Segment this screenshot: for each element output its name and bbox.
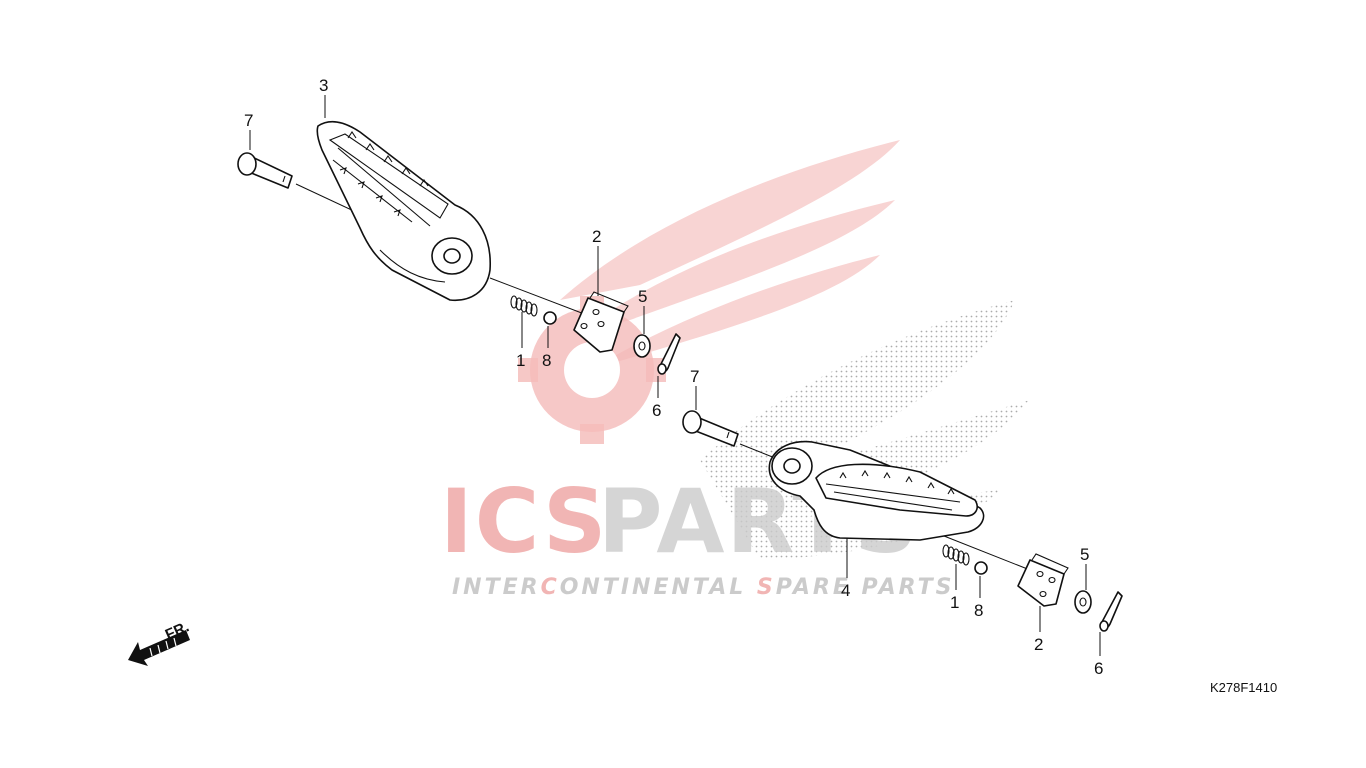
- callout-6: 6: [1094, 659, 1103, 678]
- lower-leaders: [695, 386, 1101, 656]
- lower-assembly: [682, 386, 1123, 656]
- callout-6: 6: [652, 401, 661, 420]
- plate-icon: [1017, 553, 1069, 607]
- plate-icon: [573, 291, 629, 353]
- wing-red-icon: [560, 140, 900, 370]
- callout-7: 7: [244, 111, 253, 130]
- wing-grey-icon: [700, 300, 1030, 560]
- callout-5: 5: [638, 287, 647, 306]
- callout-3: 3: [319, 76, 328, 95]
- footpeg-icon: [316, 120, 491, 301]
- callout-7: 7: [690, 367, 699, 386]
- footpeg-icon: [768, 440, 985, 541]
- front-direction-arrow: FR.: [128, 618, 192, 666]
- diagram-code: K278F1410: [1210, 680, 1277, 695]
- callout-4: 4: [841, 581, 850, 600]
- washer-icon: [633, 334, 651, 358]
- callout-8: 8: [974, 601, 983, 620]
- callouts: 7 3 2 5 1 8 6 7 4 1 8 2 5 6: [244, 76, 1103, 678]
- callout-1: 1: [516, 351, 525, 370]
- ball-icon: [543, 311, 557, 325]
- gear-icon: [518, 296, 666, 444]
- spring-icon: [510, 295, 538, 317]
- callout-2: 2: [592, 227, 601, 246]
- upper-leaders: [249, 95, 659, 398]
- tagline-part-5: PARE PARTS: [776, 575, 955, 600]
- cotter-pin-icon: [657, 333, 681, 375]
- watermark-logo: ICS PARTS INTERCONTINENTAL SPARE PARTS: [440, 140, 1030, 600]
- tagline-part-1: INTER: [452, 575, 541, 600]
- tagline-part-2: C: [541, 575, 560, 600]
- callout-2: 2: [1034, 635, 1043, 654]
- spring-icon: [942, 544, 970, 566]
- pin-icon: [237, 152, 293, 189]
- callout-1: 1: [950, 593, 959, 612]
- cotter-pin-icon: [1099, 591, 1123, 632]
- pin-icon: [682, 410, 739, 447]
- ball-icon: [974, 561, 988, 575]
- callout-8: 8: [542, 351, 551, 370]
- tagline-part-3: ONTINENTAL: [560, 575, 757, 600]
- callout-5: 5: [1080, 545, 1089, 564]
- washer-icon: [1074, 590, 1092, 614]
- upper-assembly: [237, 95, 681, 398]
- tagline-part-4: S: [757, 575, 776, 600]
- watermark-tagline: INTERCONTINENTAL SPARE PARTS: [452, 575, 954, 600]
- watermark-brand-a: ICS: [440, 470, 608, 573]
